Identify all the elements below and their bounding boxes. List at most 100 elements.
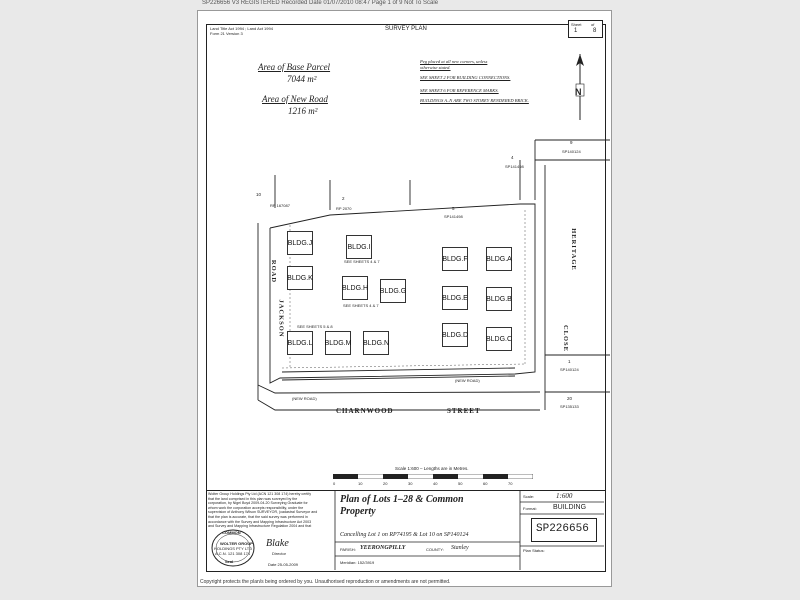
cert-line-2: that the land comprised in this plan was… <box>208 496 298 501</box>
parish-value: YEERONGPILLY <box>360 545 406 551</box>
building-n: BLDG.N <box>363 331 389 355</box>
building-f: BLDG.F <box>442 247 468 271</box>
lot-10-plan: RP 167087 <box>270 203 290 208</box>
cert-line-6: that the plan is accurate, that the said… <box>208 514 308 519</box>
scale-value: 1:600 <box>556 492 573 500</box>
building-l: BLDG.L <box>287 331 313 355</box>
registration-header: SP226656 V3 REGISTERED Recorded Date 01/… <box>202 0 439 6</box>
sheet-number: 1 <box>574 28 578 34</box>
see-sheets-ref-c: SEE SHEETS 4 & 7 <box>343 303 379 308</box>
base-parcel-area-value: 7044 m² <box>287 74 317 84</box>
surveyor-certificate: Wolter Group Holdings Pty Ltd (ACN 121 3… <box>208 492 317 529</box>
new-road-label-1: (NEW ROAD) <box>292 396 317 401</box>
lot-4-plan: SP141498 <box>505 164 524 169</box>
cert-line-5: supervision of Anthony Wilson SURVEYOR, … <box>208 510 318 515</box>
building-g: BLDG.G <box>380 279 406 303</box>
note-peg-2: otherwise stated. <box>420 65 451 70</box>
north-label: N <box>575 87 582 97</box>
cancelling-text: Cancelling Lot 1 on RP74195 & Lot 10 on … <box>340 532 469 538</box>
lot-20-plan: SP135133 <box>560 404 579 409</box>
director-signature: Blake <box>266 538 289 549</box>
lot-10-number: 10 <box>256 192 262 197</box>
sheet-of-label: of <box>591 22 595 27</box>
plan-number-box: SP226656 <box>531 518 597 542</box>
building-d: BLDG.D <box>442 323 468 347</box>
cert-line-3: corporation, by Nigel Boyd 2009-04-20 Su… <box>208 501 308 506</box>
road-label-charnwood: CHARNWOOD <box>336 407 394 415</box>
county-value: Stanley <box>451 545 469 551</box>
base-parcel-area-label: Area of Base Parcel <box>258 62 331 72</box>
north-arrow-icon <box>575 54 585 120</box>
format-value: BUILDING <box>553 504 587 511</box>
scale-label: Scale: <box>523 494 535 499</box>
building-m: BLDG.M <box>325 331 351 355</box>
lot-9-plan: SP140124 <box>562 149 581 154</box>
lot-2-number: 2 <box>342 196 345 201</box>
road-label-street: STREET <box>447 407 481 415</box>
new-road-area-label: Area of New Road <box>262 94 328 104</box>
lot-4-number: 4 <box>511 155 514 160</box>
seal-bottom-text: Seal <box>225 559 234 564</box>
meridian-text: Meridian: 152/3919 <box>340 560 375 565</box>
scale-tick-60: 60 <box>483 481 488 486</box>
cert-line-4: whom work the corporation accepts respon… <box>208 505 304 510</box>
lot-9-number: 9 <box>570 140 573 145</box>
certificate-date: Date 25-05-2009 <box>268 562 299 567</box>
scale-tick-70: 70 <box>508 481 513 486</box>
lot-1-plan: SP140124 <box>560 367 579 372</box>
parish-label: PARISH: <box>340 547 356 552</box>
lot-5-number: 5 <box>452 206 455 211</box>
form-version: Form 21 Version 3 <box>210 31 243 36</box>
plan-title-line-2: Property <box>340 506 376 517</box>
sheet-number-box: Sheet of 1 8 <box>568 20 603 38</box>
plan-number: SP226656 <box>536 523 589 535</box>
new-road-label-2: (NEW ROAD) <box>455 378 480 383</box>
building-k: BLDG.K <box>287 266 313 290</box>
scale-tick-30: 30 <box>408 481 413 486</box>
scale-tick-0: 0 <box>333 481 336 486</box>
lot-20-number: 20 <box>567 396 573 401</box>
building-e: BLDG.E <box>442 286 468 310</box>
cert-line-7: accordance with the Survey and Mapping I… <box>208 519 312 524</box>
scale-tick-20: 20 <box>383 481 388 486</box>
scale-tick-40: 40 <box>433 481 438 486</box>
building-c: BLDG.C <box>486 327 512 351</box>
county-label: COUNTY: <box>426 547 444 552</box>
lot-5-plan: SP141498 <box>444 214 463 219</box>
note-peg-1: Peg placed at all new corners, unless <box>420 59 488 64</box>
company-name: WOLTER GROUP <box>220 541 253 546</box>
note-building-connections: SEE SHEET 2 FOR BUILDING CONNECTIONS. <box>420 75 511 80</box>
new-road-area-value: 1216 m² <box>288 106 318 116</box>
note-buildings: BUILDINGS A–N ARE TWO STOREY RENDERED BR… <box>420 98 529 103</box>
seal-top-text: COMMON <box>222 530 241 535</box>
plan-title-line-1: Plan of Lots 1–28 & Common <box>340 494 464 505</box>
format-label: Format: <box>523 506 537 511</box>
scale-tick-10: 10 <box>358 481 363 486</box>
building-b: BLDG.B <box>486 287 512 311</box>
survey-plan-title: SURVEY PLAN <box>385 26 427 32</box>
copyright-footer: Copyright protects the plan/s being orde… <box>200 579 451 585</box>
company-seal-icon <box>211 529 255 567</box>
sheet-total: 8 <box>593 28 597 34</box>
scale-tick-50: 50 <box>458 481 463 486</box>
director-role: Director <box>272 551 287 556</box>
company-name-2: HOLDINGS PTY LTD <box>214 546 253 551</box>
scale-bar-graphic <box>333 474 533 479</box>
building-a: BLDG.A <box>486 247 512 271</box>
act-reference: Land Title Act 1994 ; Land Act 1994 <box>210 26 273 31</box>
title-block <box>206 490 606 572</box>
note-reference-marks: SEE SHEET 6 FOR REFERENCE MARKS. <box>420 88 499 93</box>
see-sheets-ref-a: SEE SHEETS 4 & 7 <box>344 259 380 264</box>
building-h: BLDG.H <box>342 276 368 300</box>
lot-1-number: 1 <box>568 359 571 364</box>
scale-text: Scale 1:600 – Lengths are in Metres. <box>395 466 469 471</box>
plan-status-label: Plan Status: <box>523 548 545 553</box>
lot-2-plan: RP 2070 <box>336 206 352 211</box>
building-j: BLDG.J <box>287 231 313 255</box>
building-i: BLDG.I <box>346 235 372 259</box>
company-acn: A.C.N. 121 308 174 <box>215 551 251 556</box>
cert-line-8: and Survey and Mapping Infrastructure Re… <box>208 524 312 529</box>
